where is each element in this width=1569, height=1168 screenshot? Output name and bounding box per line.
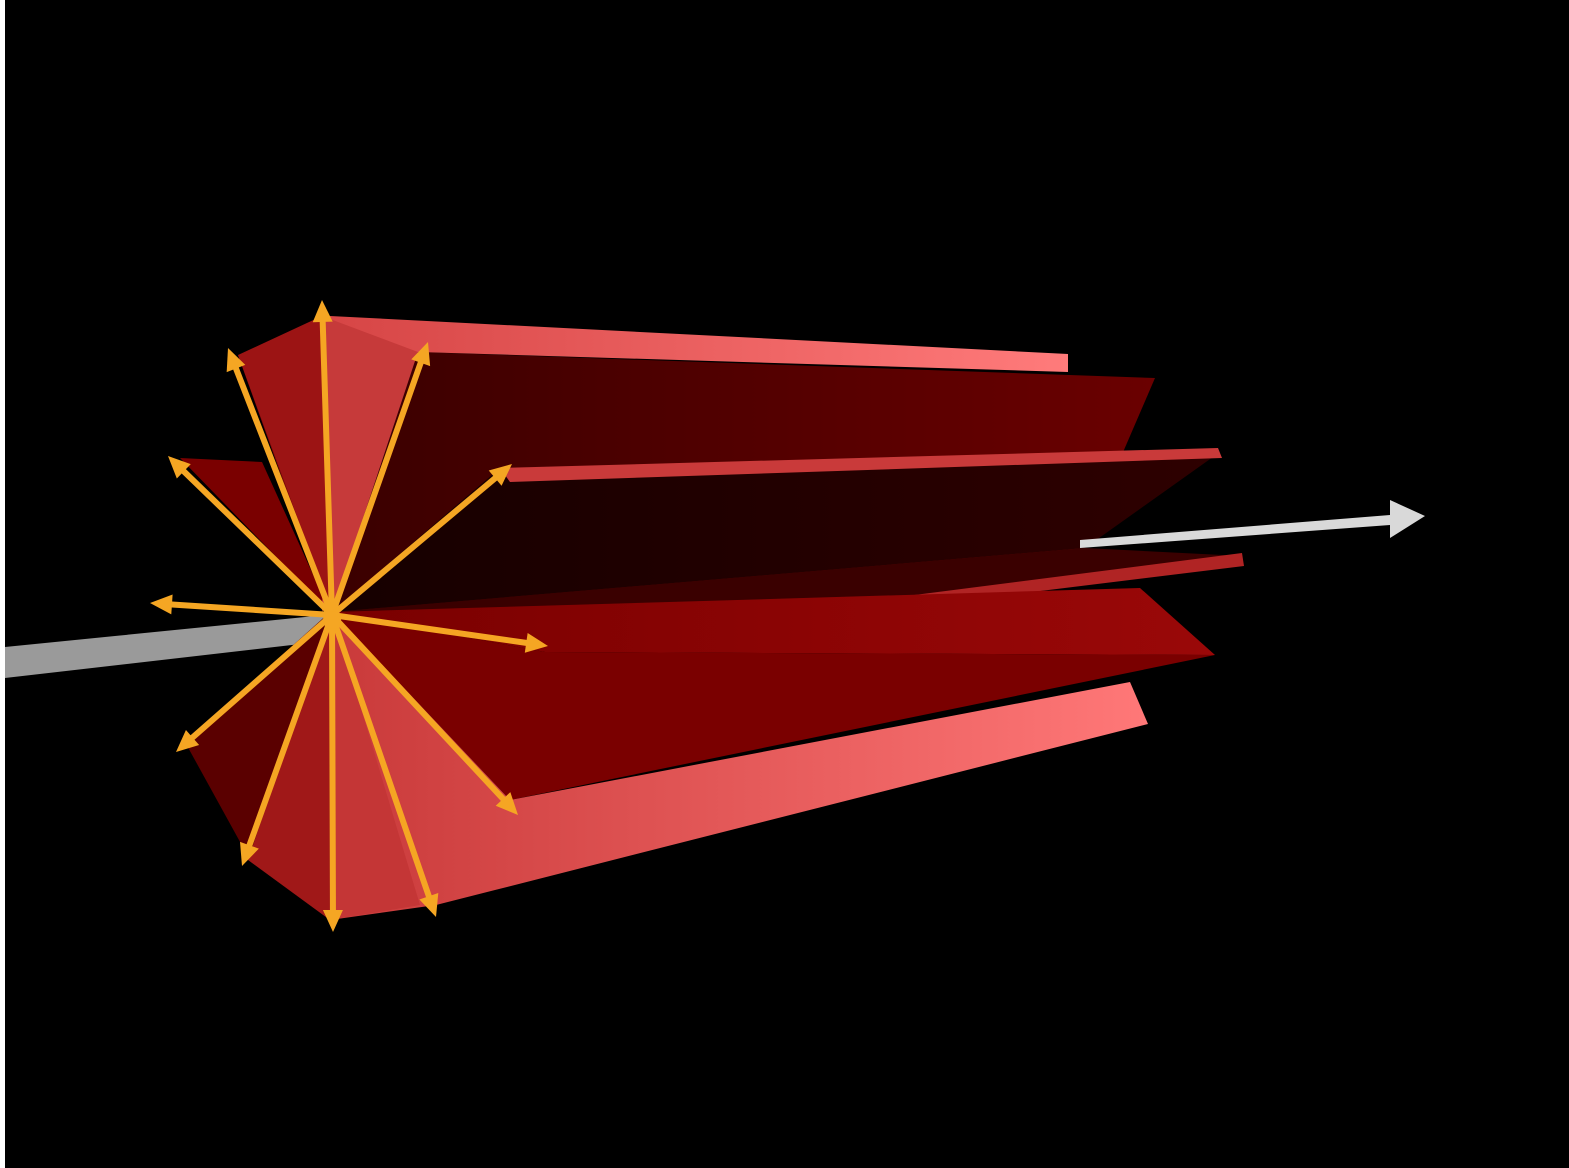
radial-arrow-shaft [332, 615, 333, 910]
center-point [323, 611, 341, 629]
